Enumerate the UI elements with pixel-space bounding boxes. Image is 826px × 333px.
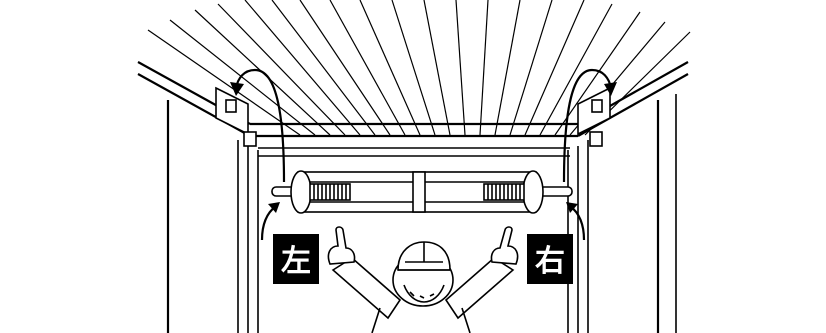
roller-tube xyxy=(272,171,572,213)
left-spring xyxy=(310,184,350,200)
right-label: 右 xyxy=(535,244,565,279)
left-label: 左 xyxy=(281,244,311,279)
right-pointing-hand-icon xyxy=(491,227,517,264)
worker-figure xyxy=(328,227,517,333)
right-spring xyxy=(484,184,524,200)
right-bracket xyxy=(578,88,610,146)
left-pointing-hand-icon xyxy=(328,227,354,264)
left-bracket xyxy=(216,88,256,146)
right-label-badge: 右 xyxy=(527,234,573,284)
left-label-badge: 左 xyxy=(273,234,319,284)
